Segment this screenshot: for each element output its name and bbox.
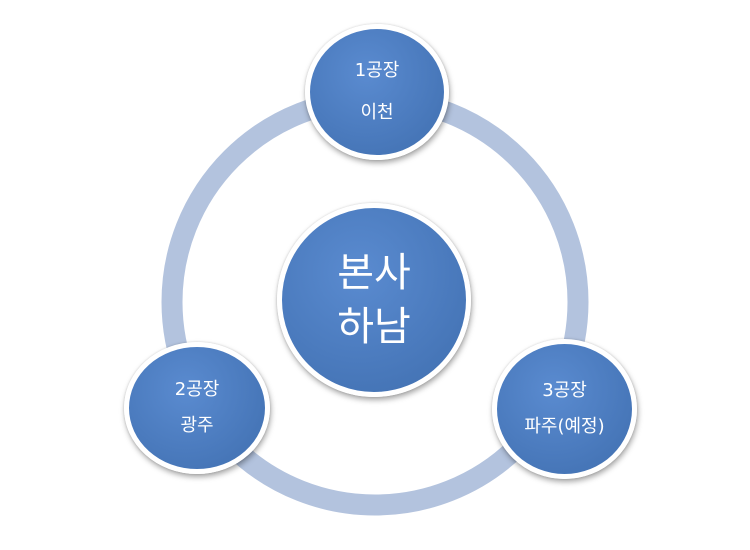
center-node-line1: 본사 <box>337 250 411 296</box>
node-factory-3-title: 3공장 <box>542 380 587 401</box>
node-factory-2-title: 2공장 <box>174 379 220 400</box>
node-factory-3: 3공장 파주(예정) <box>492 339 637 479</box>
node-factory-3-location: 파주(예정) <box>524 416 605 437</box>
node-factory-1-title: 1공장 <box>354 60 400 81</box>
center-node-line2: 하남 <box>337 304 411 350</box>
node-factory-2: 2공장 광주 <box>124 342 270 474</box>
node-factory-1-location: 이천 <box>360 102 394 123</box>
center-node-hq: 본사 하남 <box>277 203 471 397</box>
node-factory-1: 1공장 이천 <box>305 24 449 160</box>
node-factory-2-location: 광주 <box>180 415 214 436</box>
